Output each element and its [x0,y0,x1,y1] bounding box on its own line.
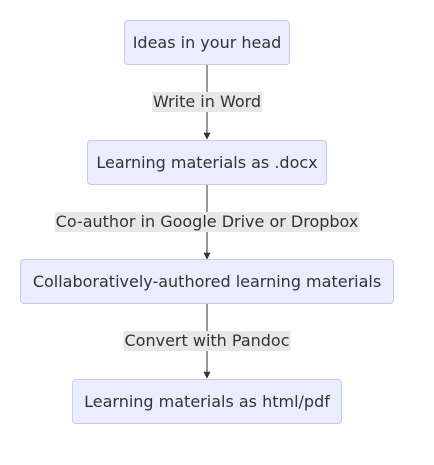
node-learning-materials-html-pdf: Learning materials as html/pdf [72,379,342,424]
edge-label-convert-pandoc: Convert with Pandoc [123,331,291,351]
node-collaboratively-authored-materials: Collaboratively-authored learning materi… [20,259,394,304]
node-ideas-in-your-head: Ideas in your head [124,20,290,65]
edge-label-co-author: Co-author in Google Drive or Dropbox [54,212,360,232]
node-learning-materials-docx: Learning materials as .docx [87,140,327,185]
edge-label-write-in-word: Write in Word [151,92,263,112]
